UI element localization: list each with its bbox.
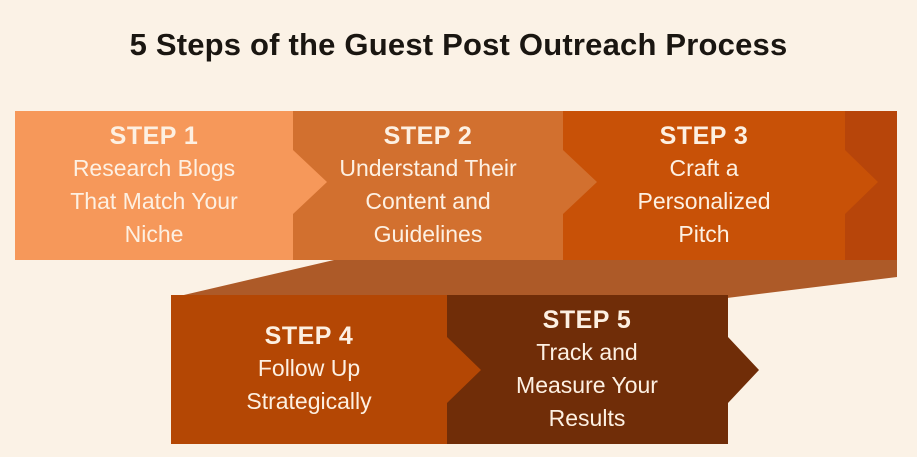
step-1-arrow-shape bbox=[15, 111, 327, 260]
page-title: 5 Steps of the Guest Post Outreach Proce… bbox=[129, 27, 788, 62]
step-3-arrow-shape bbox=[563, 111, 878, 260]
step-2-label: STEP 2 bbox=[383, 121, 473, 150]
step-4-label: STEP 4 bbox=[264, 322, 354, 350]
step-3-description: Craft a Personalized Pitch bbox=[637, 154, 771, 247]
step-2-arrow-shape bbox=[293, 111, 597, 260]
ribbon-fold-shape bbox=[171, 260, 897, 298]
step-2-description: Understand Their Content and Guidelines bbox=[339, 154, 517, 247]
step-3-label: STEP 3 bbox=[659, 121, 749, 150]
step-5-label: STEP 5 bbox=[542, 305, 632, 334]
step-1-description: Research Blogs That Match Your Niche bbox=[70, 154, 238, 247]
step-1-label: STEP 1 bbox=[109, 121, 199, 150]
step-5-arrow-shape bbox=[447, 295, 759, 444]
step-5-block: STEP 5 Track and Measure Your Results bbox=[467, 295, 707, 444]
step-1-block: STEP 1 Research Blogs That Match Your Ni… bbox=[34, 111, 274, 260]
step-4-arrow-shape bbox=[171, 295, 481, 444]
step-3-block: STEP 3 Craft a Personalized Pitch bbox=[584, 111, 824, 260]
step-5-description: Track and Measure Your Results bbox=[516, 338, 658, 431]
step-4-block: STEP 4 Follow Up Strategically bbox=[189, 295, 429, 444]
step-4-description: Follow Up Strategically bbox=[246, 355, 372, 414]
step-2-block: STEP 2 Understand Their Content and Guid… bbox=[308, 111, 548, 260]
